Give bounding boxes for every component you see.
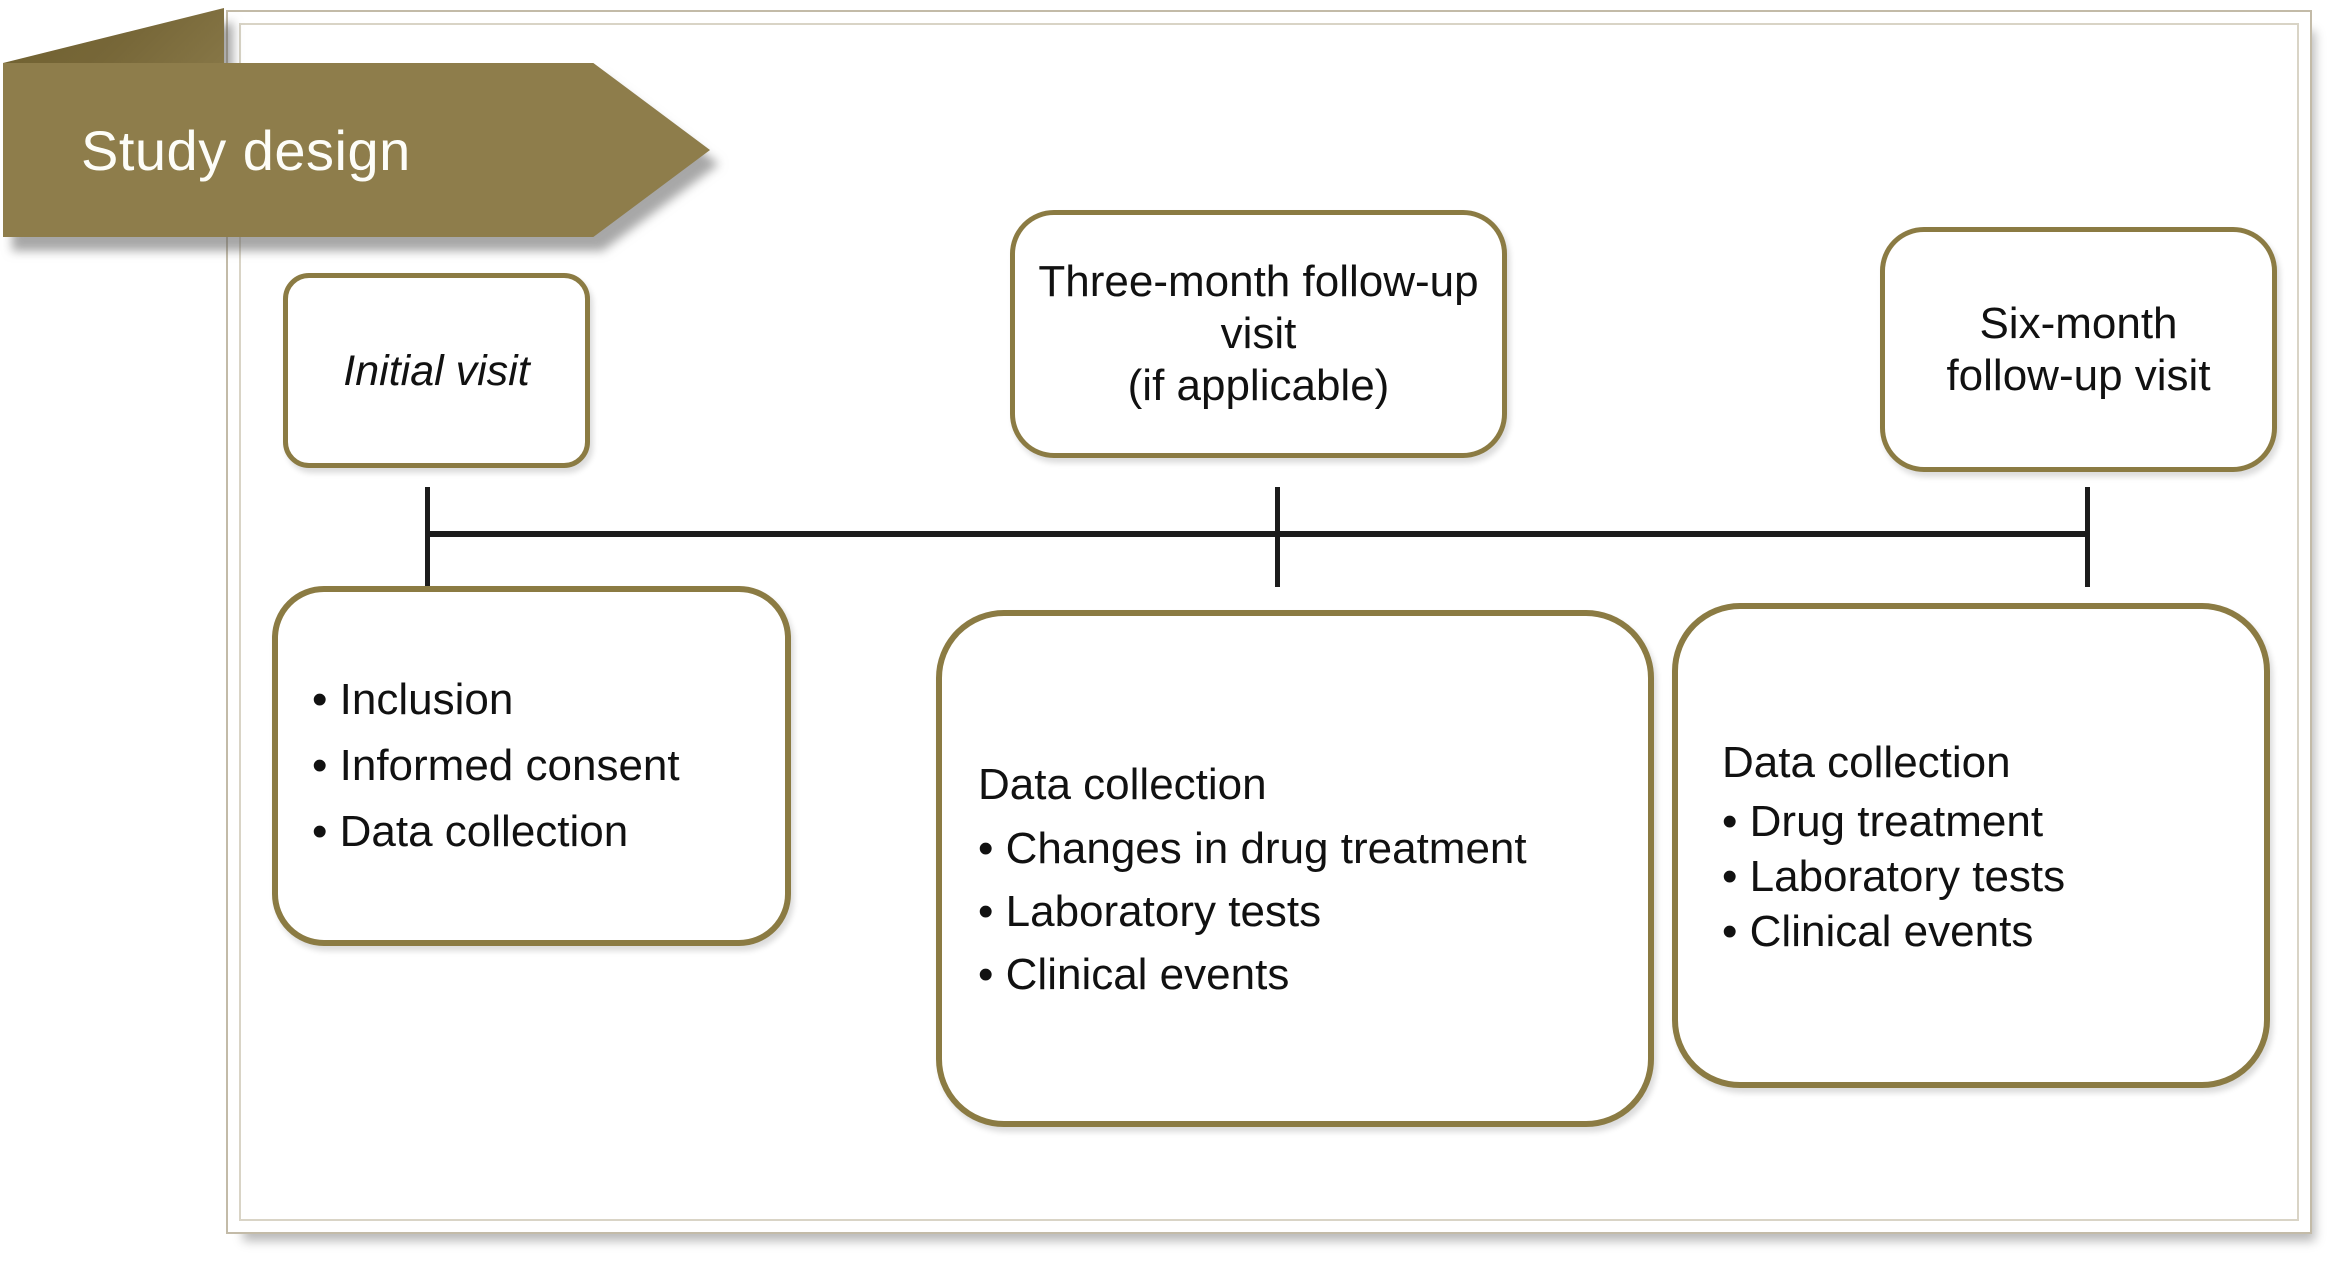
list-item: Clinical events — [978, 943, 1648, 1006]
study-design-banner: Study design — [0, 0, 760, 300]
list-item: Inclusion — [312, 667, 785, 733]
timeline-axis — [427, 531, 2090, 537]
list-item: Drug treatment — [1722, 794, 2264, 849]
list-item: Laboratory tests — [1722, 849, 2264, 904]
banner-arrow-shape: Study design — [3, 63, 710, 237]
six-month-visit-box: Six-month follow-up visit — [1880, 227, 2277, 472]
six-month-line-2: follow-up visit — [1946, 350, 2211, 400]
three-month-line-1: Three-month follow-up — [1038, 257, 1479, 306]
timeline-tick-initial — [425, 487, 430, 587]
three-month-visit-label: Three-month follow-up visit (if applicab… — [1038, 256, 1478, 412]
list-item: Laboratory tests — [978, 880, 1648, 943]
list-item: Data collection — [312, 799, 785, 865]
initial-visit-details-box: Inclusion Informed consent Data collecti… — [272, 586, 791, 946]
figure-frame-inner-line — [239, 23, 2299, 1221]
list-item: Clinical events — [1722, 904, 2264, 959]
three-month-line-2: visit — [1220, 309, 1297, 358]
six-month-line-1: Six-month — [1979, 298, 2178, 348]
banner-title: Study design — [81, 118, 411, 182]
timeline-tick-six-month — [2085, 487, 2090, 587]
three-month-line-3: (if applicable) — [1127, 361, 1390, 410]
three-month-visit-box: Three-month follow-up visit (if applicab… — [1010, 210, 1507, 458]
six-month-details-box: Data collection Drug treatment Laborator… — [1672, 603, 2270, 1088]
list-item: Changes in drug treatment — [978, 817, 1648, 880]
banner-fold-triangle — [3, 8, 224, 63]
three-month-details-box: Data collection Changes in drug treatmen… — [936, 610, 1654, 1127]
timeline-tick-three-month — [1275, 487, 1280, 587]
list-item: Informed consent — [312, 733, 785, 799]
detail-heading: Data collection — [978, 760, 1267, 809]
detail-heading: Data collection — [1722, 738, 2011, 787]
initial-visit-box: Initial visit — [283, 273, 590, 468]
six-month-visit-label: Six-month follow-up visit — [1946, 298, 2210, 402]
initial-visit-label: Initial visit — [343, 346, 530, 395]
